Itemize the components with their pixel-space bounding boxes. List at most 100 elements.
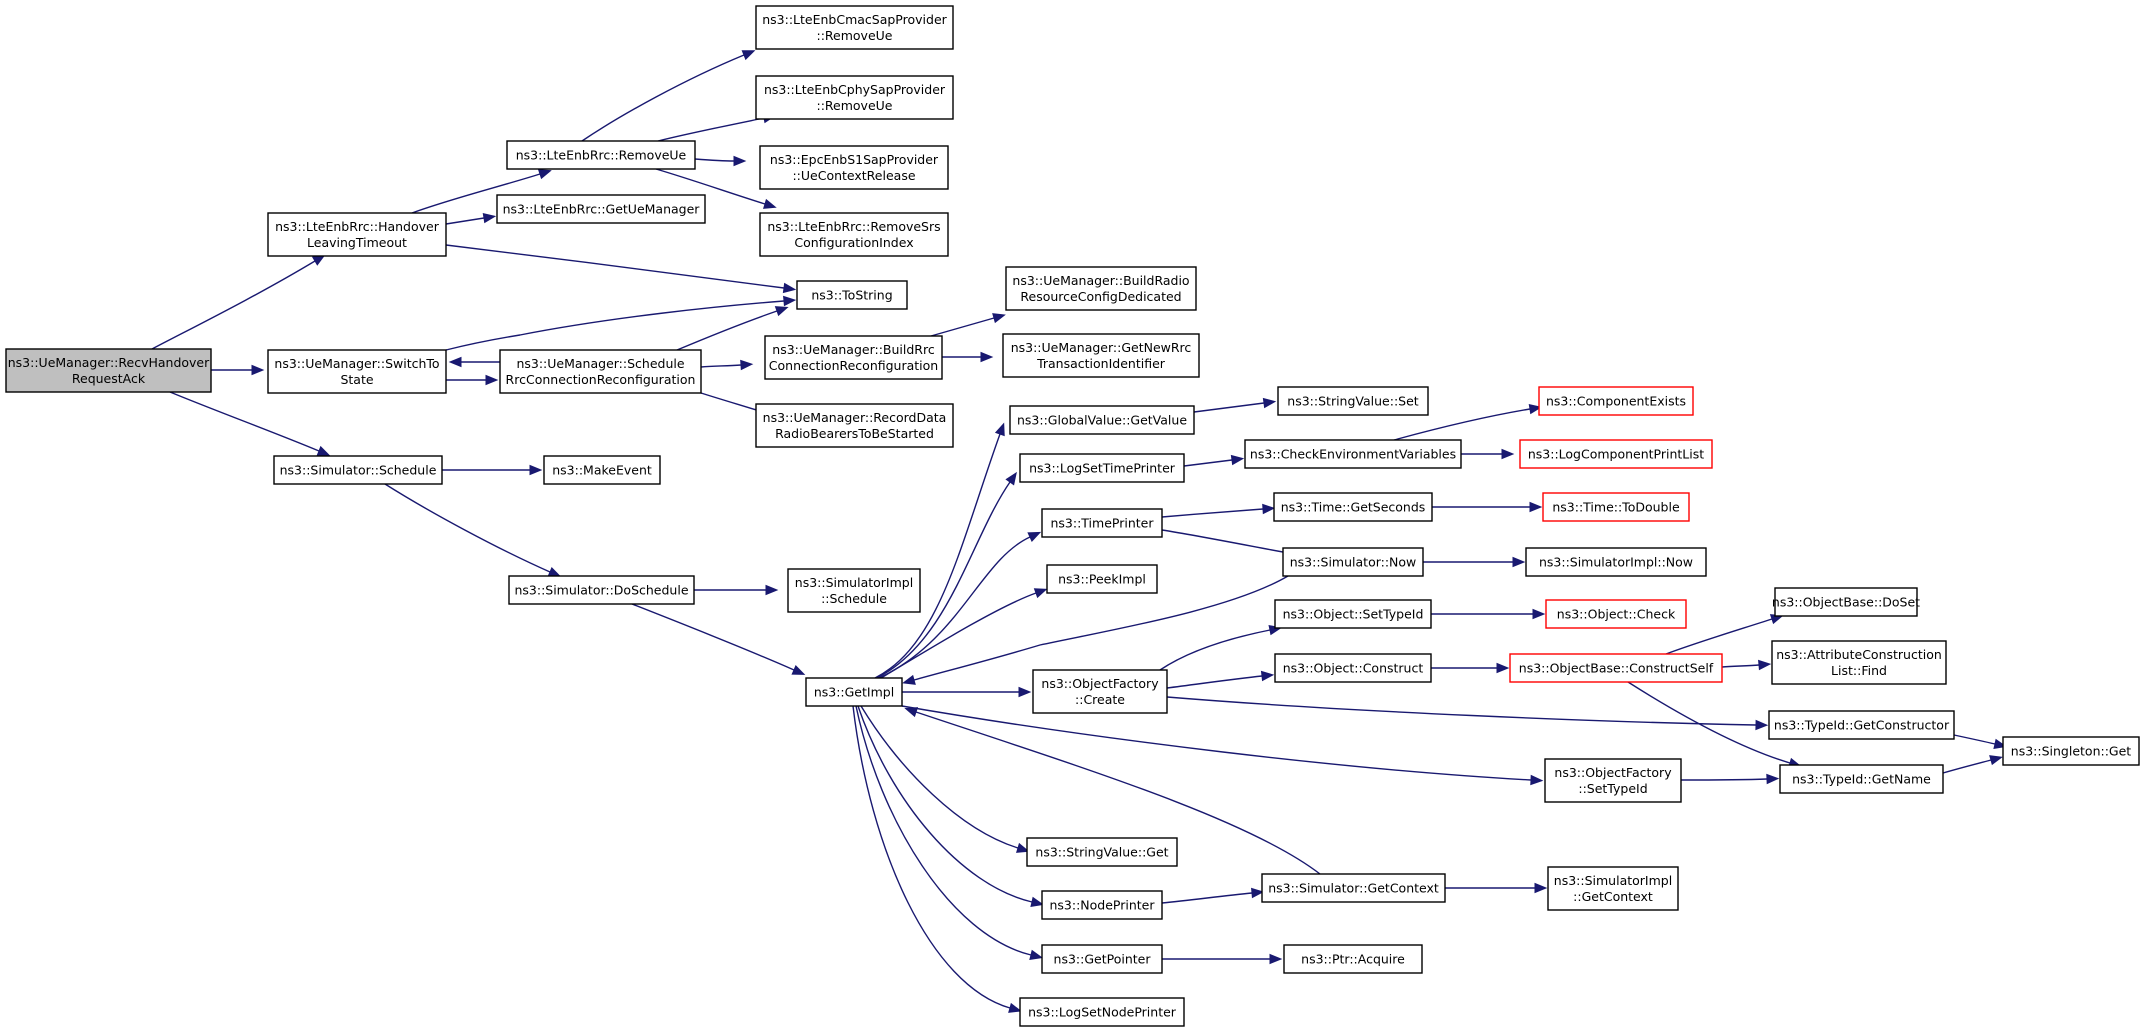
node-singletonget[interactable]: ns3::Singleton::Get: [2002, 736, 2140, 766]
node-ofsettypeid[interactable]: ns3::ObjectFactory::SetTypeId: [1544, 758, 1682, 803]
node-schedrrc[interactable]: ns3::UeManager::ScheduleRrcConnectionRec…: [499, 349, 702, 394]
node-box: [755, 5, 954, 50]
node-box: [2002, 736, 2140, 766]
node-removesrs[interactable]: ns3::LteEnbRrc::RemoveSrsConfigurationIn…: [759, 212, 949, 257]
node-compexists[interactable]: ns3::ComponentExists: [1538, 386, 1694, 416]
edge-nodeprinter-to-simgetctx: [1161, 887, 1265, 904]
edge-root-to-simsched: [169, 391, 331, 456]
node-logsetnode[interactable]: ns3::LogSetNodePrinter: [1019, 997, 1185, 1027]
node-buildradio[interactable]: ns3::UeManager::BuildRadioResourceConfig…: [1005, 266, 1197, 311]
node-recorddata[interactable]: ns3::UeManager::RecordDataRadioBearersTo…: [755, 403, 954, 448]
node-box: [1544, 758, 1682, 803]
node-label: ns3::TypeId::GetName: [1792, 772, 1931, 787]
node-checkenv[interactable]: ns3::CheckEnvironmentVariables: [1244, 439, 1462, 469]
node-simsched[interactable]: ns3::Simulator::Schedule: [273, 455, 443, 485]
node-label: ns3::Simulator::Now: [1290, 555, 1417, 570]
node-peekimpl[interactable]: ns3::PeekImpl: [1046, 564, 1158, 594]
arrowhead: [763, 198, 777, 209]
arrowhead: [1758, 659, 1772, 671]
arrowhead: [782, 282, 797, 294]
node-box: [1547, 866, 1679, 911]
node-box: [796, 280, 908, 310]
node-simimplgetctx[interactable]: ns3::SimulatorImpl::GetContext: [1547, 866, 1679, 911]
node-dosched[interactable]: ns3::Simulator::DoSchedule: [508, 575, 695, 605]
node-label: ns3::LogSetTimePrinter: [1029, 461, 1176, 476]
node-typeidgetctor[interactable]: ns3::TypeId::GetConstructor: [1768, 710, 1955, 740]
node-gvgetvalue[interactable]: ns3::GlobalValue::GetValue: [1009, 405, 1195, 435]
node-box: [755, 403, 954, 448]
node-timetodouble[interactable]: ns3::Time::ToDouble: [1542, 492, 1690, 522]
node-ofcreate[interactable]: ns3::ObjectFactory::Create: [1032, 669, 1168, 714]
edge-timeprinter-to-simnow: [1161, 529, 1301, 559]
arrowhead: [980, 351, 994, 363]
node-ptracquire[interactable]: ns3::Ptr::Acquire: [1283, 944, 1423, 974]
node-label: ns3::Simulator::GetContext: [1268, 881, 1439, 896]
node-label: ns3::SimulatorImpl::Now: [1539, 555, 1693, 570]
edge-removeue-to-epcs1: [694, 155, 747, 167]
edge-ofcreate-to-objsettypeid: [1159, 624, 1283, 671]
node-timegetsec[interactable]: ns3::Time::GetSeconds: [1273, 492, 1433, 522]
edge-buildrrc-to-getnewrrc: [942, 351, 994, 363]
arrowhead: [1029, 949, 1043, 961]
node-label: ConfigurationIndex: [794, 235, 913, 250]
node-logcompprint[interactable]: ns3::LogComponentPrintList: [1519, 439, 1713, 469]
node-typeidgetname[interactable]: ns3::TypeId::GetName: [1779, 764, 1944, 794]
edge-timegetsec-to-timetodouble: [1431, 501, 1543, 513]
node-getuemgr[interactable]: ns3::LteEnbRrc::GetUeManager: [496, 194, 706, 224]
node-getpointer[interactable]: ns3::GetPointer: [1041, 944, 1163, 974]
arrowhead: [482, 212, 497, 224]
node-label: ns3::Object::Check: [1557, 607, 1676, 622]
node-simimplnow[interactable]: ns3::SimulatorImpl::Now: [1525, 547, 1707, 577]
node-label: List::Find: [1831, 663, 1887, 678]
node-label: ::RemoveUe: [817, 98, 893, 113]
node-box: [506, 140, 696, 170]
node-simimplsched[interactable]: ns3::SimulatorImpl::Schedule: [787, 568, 921, 613]
node-label: ns3::NodePrinter: [1049, 898, 1155, 913]
node-box: [1771, 640, 1947, 685]
arrowhead: [1251, 887, 1265, 899]
node-getnewrrc[interactable]: ns3::UeManager::GetNewRrcTransactionIden…: [1002, 333, 1200, 378]
node-box: [508, 575, 695, 605]
arrowhead: [902, 674, 916, 685]
node-nodeprinter[interactable]: ns3::NodePrinter: [1041, 890, 1163, 920]
node-box: [759, 212, 949, 257]
node-cphy[interactable]: ns3::LteEnbCphySapProvider::RemoveUe: [755, 75, 954, 120]
node-simgetctx[interactable]: ns3::Simulator::GetContext: [1261, 873, 1446, 903]
edge-getimpl-to-ofcreate: [902, 686, 1032, 698]
node-box: [1046, 564, 1158, 594]
node-strvalset[interactable]: ns3::StringValue::Set: [1277, 386, 1429, 416]
node-getimpl[interactable]: ns3::GetImpl: [805, 677, 903, 707]
node-obdoset[interactable]: ns3::ObjectBase::DoSet: [1772, 587, 1920, 617]
node-tostring[interactable]: ns3::ToString: [796, 280, 908, 310]
node-makeevent[interactable]: ns3::MakeEvent: [543, 455, 661, 485]
node-box: [1041, 890, 1163, 920]
node-buildrrc[interactable]: ns3::UeManager::BuildRrcConnectionReconf…: [764, 335, 943, 380]
node-objcheck[interactable]: ns3::Object::Check: [1545, 599, 1687, 629]
node-box: [1273, 492, 1433, 522]
arrowhead: [1005, 471, 1017, 486]
node-obconstructself[interactable]: ns3::ObjectBase::ConstructSelf: [1509, 653, 1723, 683]
node-logsettime[interactable]: ns3::LogSetTimePrinter: [1019, 453, 1185, 483]
node-label: ns3::MakeEvent: [552, 463, 652, 478]
node-simnow[interactable]: ns3::Simulator::Now: [1282, 547, 1424, 577]
node-label: ns3::LteEnbCmacSapProvider: [762, 12, 947, 27]
node-label: ::Schedule: [821, 591, 887, 606]
edge-getimpl-to-logsetnode: [852, 705, 1022, 1013]
node-epcs1[interactable]: ns3::EpcEnbS1SapProvider::UeContextRelea…: [759, 145, 949, 190]
node-box: [1545, 599, 1687, 629]
node-strvalget[interactable]: ns3::StringValue::Get: [1026, 837, 1178, 867]
node-objsettypeid[interactable]: ns3::Object::SetTypeId: [1274, 599, 1432, 629]
node-removeue[interactable]: ns3::LteEnbRrc::RemoveUe: [506, 140, 696, 170]
node-objconstruct[interactable]: ns3::Object::Construct: [1274, 653, 1432, 683]
node-label: ::GetContext: [1573, 889, 1653, 904]
node-cmac[interactable]: ns3::LteEnbCmacSapProvider::RemoveUe: [755, 5, 954, 50]
node-box: [1525, 547, 1707, 577]
node-timeprinter[interactable]: ns3::TimePrinter: [1041, 508, 1163, 538]
node-box: [759, 145, 949, 190]
edge-getimpl-to-nodeprinter: [857, 705, 1044, 908]
